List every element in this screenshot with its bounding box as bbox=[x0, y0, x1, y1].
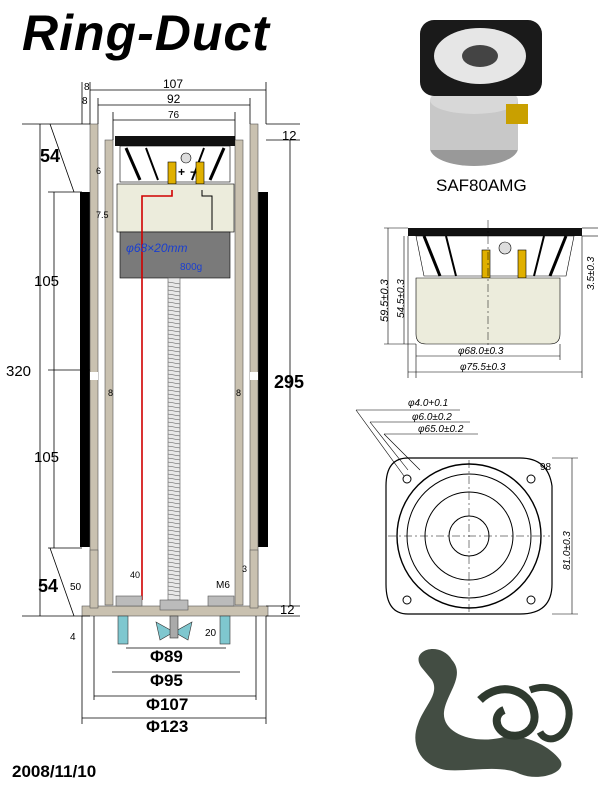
dim-3: 3 bbox=[242, 564, 247, 574]
dim-295: 295 bbox=[274, 372, 304, 392]
dim-20: 20 bbox=[205, 628, 217, 639]
right-foot bbox=[219, 615, 231, 645]
dim-hole-4: φ4.0+0.1 bbox=[408, 398, 448, 409]
outer-wall-left bbox=[89, 123, 99, 615]
inner-wall-right bbox=[234, 139, 244, 606]
dim-hole-65: φ65.0±0.2 bbox=[418, 424, 464, 435]
terminal-plus bbox=[167, 161, 177, 185]
terminal-minus bbox=[195, 161, 205, 185]
left-duct-strip bbox=[80, 192, 90, 547]
inner-wall-left bbox=[104, 139, 114, 606]
speaker-front-view bbox=[355, 409, 578, 615]
dim-54-bot: 54 bbox=[38, 576, 58, 596]
dim-40: 40 bbox=[130, 570, 140, 580]
outer-wall-right bbox=[249, 123, 259, 615]
dim-3-5: 3.5±0.3 bbox=[586, 256, 597, 290]
dim-phi123: Φ123 bbox=[146, 717, 188, 736]
dim-54-5: 54.5±0.3 bbox=[396, 279, 407, 318]
dim-54-top: 54 bbox=[40, 146, 60, 166]
dim-98: 98 bbox=[540, 462, 552, 473]
speaker-magnet-body bbox=[116, 183, 235, 233]
right-duct-strip bbox=[258, 192, 268, 547]
wall-gap-left bbox=[90, 372, 98, 380]
cross-section-dimension-labels: 8 107 8 92 76 12 54 105 320 105 54 50 4 … bbox=[6, 77, 304, 736]
dim-12-bot: 12 bbox=[280, 602, 294, 617]
dim-phi68: φ68.0±0.3 bbox=[458, 346, 504, 357]
mass-block bbox=[119, 231, 231, 279]
dim-105-b: 105 bbox=[34, 449, 59, 466]
front-view-labels: φ4.0+0.1 φ6.0±0.2 φ65.0±0.2 98 81.0±0.3 bbox=[408, 398, 573, 570]
svg-text:−: − bbox=[190, 165, 197, 179]
rod-threads bbox=[167, 281, 181, 597]
speaker-flange bbox=[115, 136, 235, 146]
date-label: 2008/11/10 bbox=[12, 762, 97, 781]
label-m6: M6 bbox=[216, 580, 230, 591]
dim-50: 50 bbox=[70, 582, 82, 593]
dim-8-left: 8 bbox=[108, 388, 113, 398]
dim-105-a: 105 bbox=[34, 273, 59, 290]
dim-8-top: 8 bbox=[84, 82, 90, 93]
side-view-labels: 3.5±0.3 54.5±0.3 59.5±0.3 φ68.0±0.3 φ75.… bbox=[379, 256, 597, 373]
dim-7-5: 7.5 bbox=[96, 210, 109, 220]
black-wire bbox=[201, 190, 213, 230]
dim-8-right: 8 bbox=[236, 388, 241, 398]
dim-phi107: Φ107 bbox=[146, 695, 188, 714]
dim-59-5: 59.5±0.3 bbox=[379, 278, 391, 322]
magnet-weight-label: 800g bbox=[180, 262, 202, 273]
ring-duct-cross-section: + − bbox=[22, 82, 300, 724]
dim-phi95: Φ95 bbox=[150, 671, 183, 690]
dim-76: 76 bbox=[168, 110, 180, 121]
product-name: SAF80AMG bbox=[436, 176, 527, 195]
dim-phi75: φ75.5±0.3 bbox=[460, 362, 506, 373]
dim-92: 92 bbox=[167, 92, 181, 106]
svg-text:+: + bbox=[178, 165, 185, 179]
page-title: Ring-Duct bbox=[22, 5, 270, 61]
dim-107: 107 bbox=[163, 77, 183, 91]
wall-gap-right bbox=[250, 372, 258, 380]
left-foot bbox=[117, 615, 129, 645]
dim-8-b: 8 bbox=[82, 96, 88, 107]
dim-hole-6: φ6.0±0.2 bbox=[412, 412, 452, 423]
dim-12-top: 12 bbox=[282, 128, 296, 143]
dim-81: 81.0±0.3 bbox=[562, 531, 573, 570]
dim-320: 320 bbox=[6, 363, 31, 380]
red-wire bbox=[141, 190, 173, 600]
dim-phi89: Φ89 bbox=[150, 647, 183, 666]
dragon-emblem bbox=[415, 648, 573, 777]
dim-4: 4 bbox=[70, 632, 76, 643]
magnet-size-label: φ68×20mm bbox=[126, 241, 188, 255]
speaker-side-view bbox=[384, 220, 598, 378]
speaker-photo bbox=[420, 20, 542, 166]
dim-6: 6 bbox=[96, 166, 101, 176]
